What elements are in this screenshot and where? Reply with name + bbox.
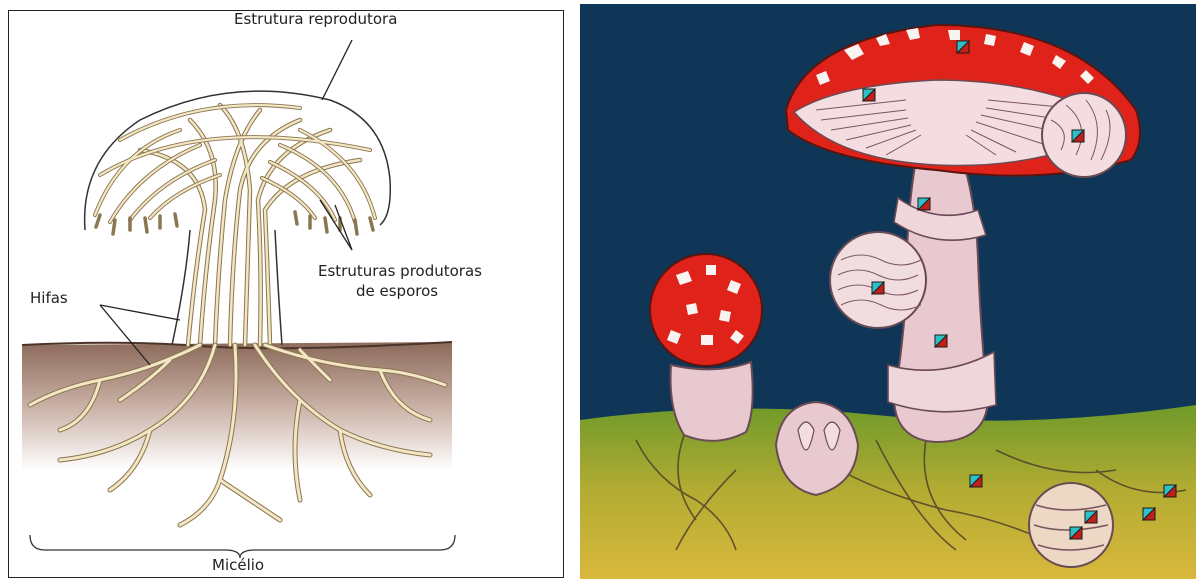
zoom-circle-stem [830, 232, 926, 328]
right-illustration-svg [576, 0, 1198, 579]
marker-7 [970, 475, 982, 487]
stem-outline-right [275, 230, 282, 345]
left-diagram-svg [0, 0, 574, 579]
label-reproductive-structure: Estrutura reprodutora [234, 10, 397, 28]
marker-11 [1164, 485, 1176, 497]
marker-1 [957, 41, 969, 53]
amanita-illustration [576, 0, 1198, 579]
marker-5 [872, 282, 884, 294]
label-mycelium: Micélio [212, 556, 264, 574]
stem-outline-left [172, 230, 190, 345]
marker-6 [935, 335, 947, 347]
marker-9 [1070, 527, 1082, 539]
label-hyphae: Hifas [30, 289, 68, 307]
marker-8 [1085, 511, 1097, 523]
marker-3 [1072, 130, 1084, 142]
label-spore-structures-line1: Estruturas produtoras [318, 262, 482, 280]
marker-10 [1143, 508, 1155, 520]
mycelium-bracket [30, 535, 455, 558]
marker-4 [918, 198, 930, 210]
zoom-circle-hyphae [1029, 483, 1113, 567]
small-mushroom-stem [671, 362, 753, 441]
label-spore-structures-line2: de esporos [356, 282, 438, 300]
fungus-structure-diagram: Estrutura reprodutora Estruturas produto… [0, 0, 574, 579]
marker-2 [863, 89, 875, 101]
